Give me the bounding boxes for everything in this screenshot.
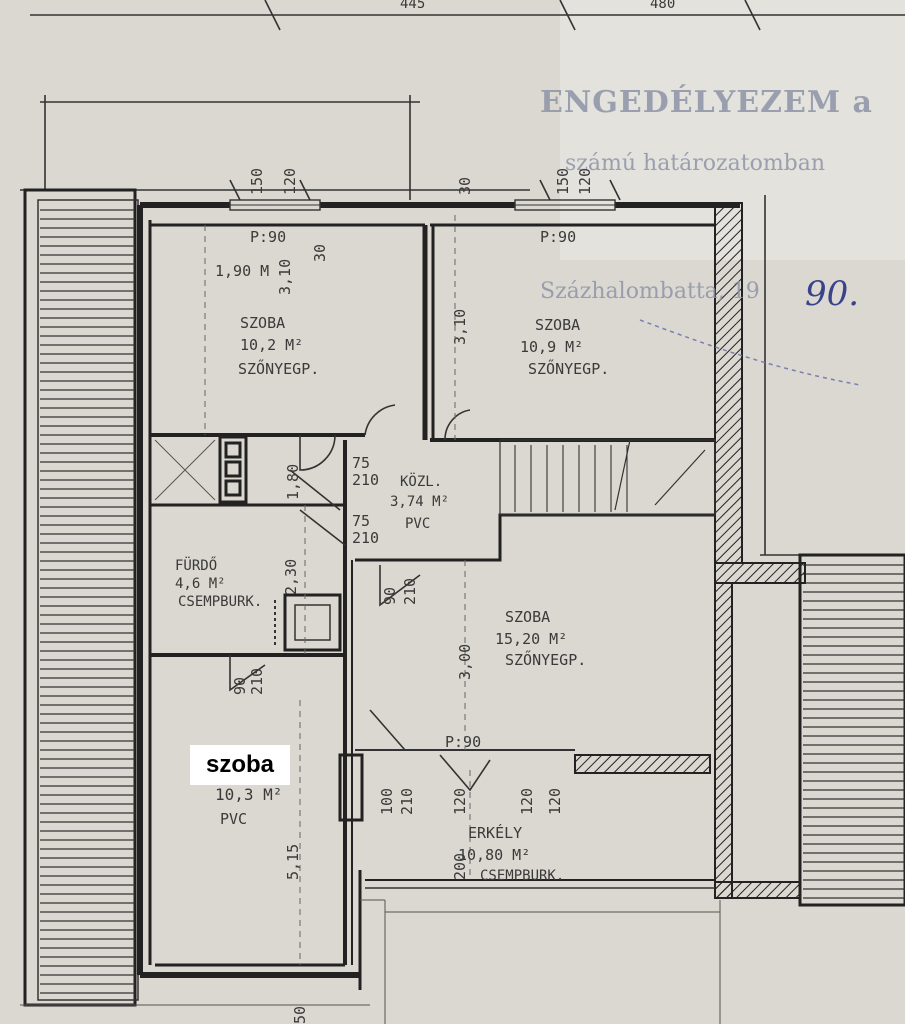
svg-text:150: 150 <box>554 168 572 195</box>
svg-text:P:90: P:90 <box>445 733 481 751</box>
overlay-label-text: szoba <box>205 751 274 778</box>
svg-text:30: 30 <box>311 244 329 262</box>
svg-text:SZOBA: SZOBA <box>535 316 580 334</box>
svg-text:1,80: 1,80 <box>284 464 302 500</box>
dim-top-a: 445 <box>400 0 425 12</box>
svg-text:90: 90 <box>231 677 249 695</box>
svg-text:120: 120 <box>546 788 564 815</box>
room-label-szoba-2: SZOBA 10,9 M² SZŐNYEGP. <box>520 316 609 378</box>
svg-text:10,80 M²: 10,80 M² <box>458 846 530 864</box>
top-dimension-line: 445 480 <box>30 0 905 31</box>
room-label-szoba-1: SZOBA 10,2 M² SZŐNYEGP. <box>238 314 319 378</box>
svg-text:210: 210 <box>352 529 379 547</box>
svg-text:3,00: 3,00 <box>456 644 474 680</box>
svg-text:210: 210 <box>398 788 416 815</box>
stamp-line-1: ENGEDÉLYEZEM a <box>540 84 873 120</box>
svg-text:210: 210 <box>352 471 379 489</box>
svg-text:10,3 M²: 10,3 M² <box>215 785 282 804</box>
svg-text:4,6 M²: 4,6 M² <box>175 576 226 592</box>
stamp-year-handwritten: 90. <box>805 274 859 314</box>
svg-text:SZŐNYEGP.: SZŐNYEGP. <box>528 358 609 378</box>
stamp-line-2: számú határozatomban <box>565 151 825 176</box>
svg-text:75: 75 <box>352 454 370 472</box>
svg-text:120: 120 <box>518 788 536 815</box>
room-label-szoba-4: 10,3 M² PVC <box>215 785 282 828</box>
right-balcony <box>798 553 905 907</box>
shower-fixture <box>274 593 342 652</box>
svg-text:3,74 M²: 3,74 M² <box>390 494 449 510</box>
windows <box>229 199 616 211</box>
svg-text:30: 30 <box>456 177 474 195</box>
svg-text:50: 50 <box>291 1006 309 1024</box>
svg-text:SZOBA: SZOBA <box>505 608 550 626</box>
chimney <box>154 435 248 504</box>
room-label-erkely: ERKÉLY 10,80 M² CSEMPBURK. <box>458 823 564 884</box>
svg-text:5,15: 5,15 <box>284 844 302 880</box>
svg-text:ERKÉLY: ERKÉLY <box>468 823 522 842</box>
svg-text:75: 75 <box>352 512 370 530</box>
overlay-label-box: szoba <box>190 745 290 785</box>
svg-text:SZOBA: SZOBA <box>240 314 285 332</box>
staircase <box>499 439 716 516</box>
outer-walls <box>137 202 806 990</box>
svg-text:3,10: 3,10 <box>451 309 469 345</box>
svg-text:FÜRDŐ: FÜRDŐ <box>175 556 217 574</box>
svg-text:210: 210 <box>401 578 419 605</box>
stamp-line-3: Százhalombatta, 19 <box>540 279 760 304</box>
room-label-kozl: KÖZL. 3,74 M² PVC <box>390 472 449 532</box>
svg-text:PVC: PVC <box>220 810 247 828</box>
dimension-annotations: 150 120 150 120 30 P:90 P:90 1,90 M 3,10… <box>215 168 594 1024</box>
svg-text:15,20 M²: 15,20 M² <box>495 630 567 648</box>
dimension-guides <box>20 215 721 1024</box>
svg-text:PVC: PVC <box>405 516 430 532</box>
svg-text:10,2 M²: 10,2 M² <box>240 336 303 354</box>
svg-text:150: 150 <box>248 168 266 195</box>
svg-text:SZŐNYEGP.: SZŐNYEGP. <box>238 358 319 378</box>
svg-text:1,90 M: 1,90 M <box>215 262 269 280</box>
svg-text:P:90: P:90 <box>540 228 576 246</box>
svg-text:10,9 M²: 10,9 M² <box>520 338 583 356</box>
dim-top-b: 480 <box>650 0 675 12</box>
svg-text:210: 210 <box>248 668 266 695</box>
svg-text:90: 90 <box>381 587 399 605</box>
door-swings <box>229 404 491 792</box>
svg-text:CSEMPBURK.: CSEMPBURK. <box>178 594 262 610</box>
svg-text:3,10: 3,10 <box>276 259 294 295</box>
svg-text:P:90: P:90 <box>250 228 286 246</box>
svg-text:120: 120 <box>281 168 299 195</box>
svg-text:120: 120 <box>451 788 469 815</box>
room-label-furdo: FÜRDŐ 4,6 M² CSEMPBURK. <box>175 556 262 610</box>
svg-text:KÖZL.: KÖZL. <box>400 472 442 490</box>
svg-text:CSEMPBURK.: CSEMPBURK. <box>480 868 564 884</box>
svg-text:120: 120 <box>576 168 594 195</box>
approval-stamp: ENGEDÉLYEZEM a számú határozatomban Száz… <box>540 84 873 386</box>
svg-text:2,30: 2,30 <box>282 559 300 595</box>
svg-text:SZŐNYEGP.: SZŐNYEGP. <box>505 649 586 669</box>
svg-text:100: 100 <box>378 788 396 815</box>
room-label-szoba-3: SZOBA 15,20 M² SZŐNYEGP. <box>495 608 586 669</box>
svg-text:200: 200 <box>451 853 469 880</box>
